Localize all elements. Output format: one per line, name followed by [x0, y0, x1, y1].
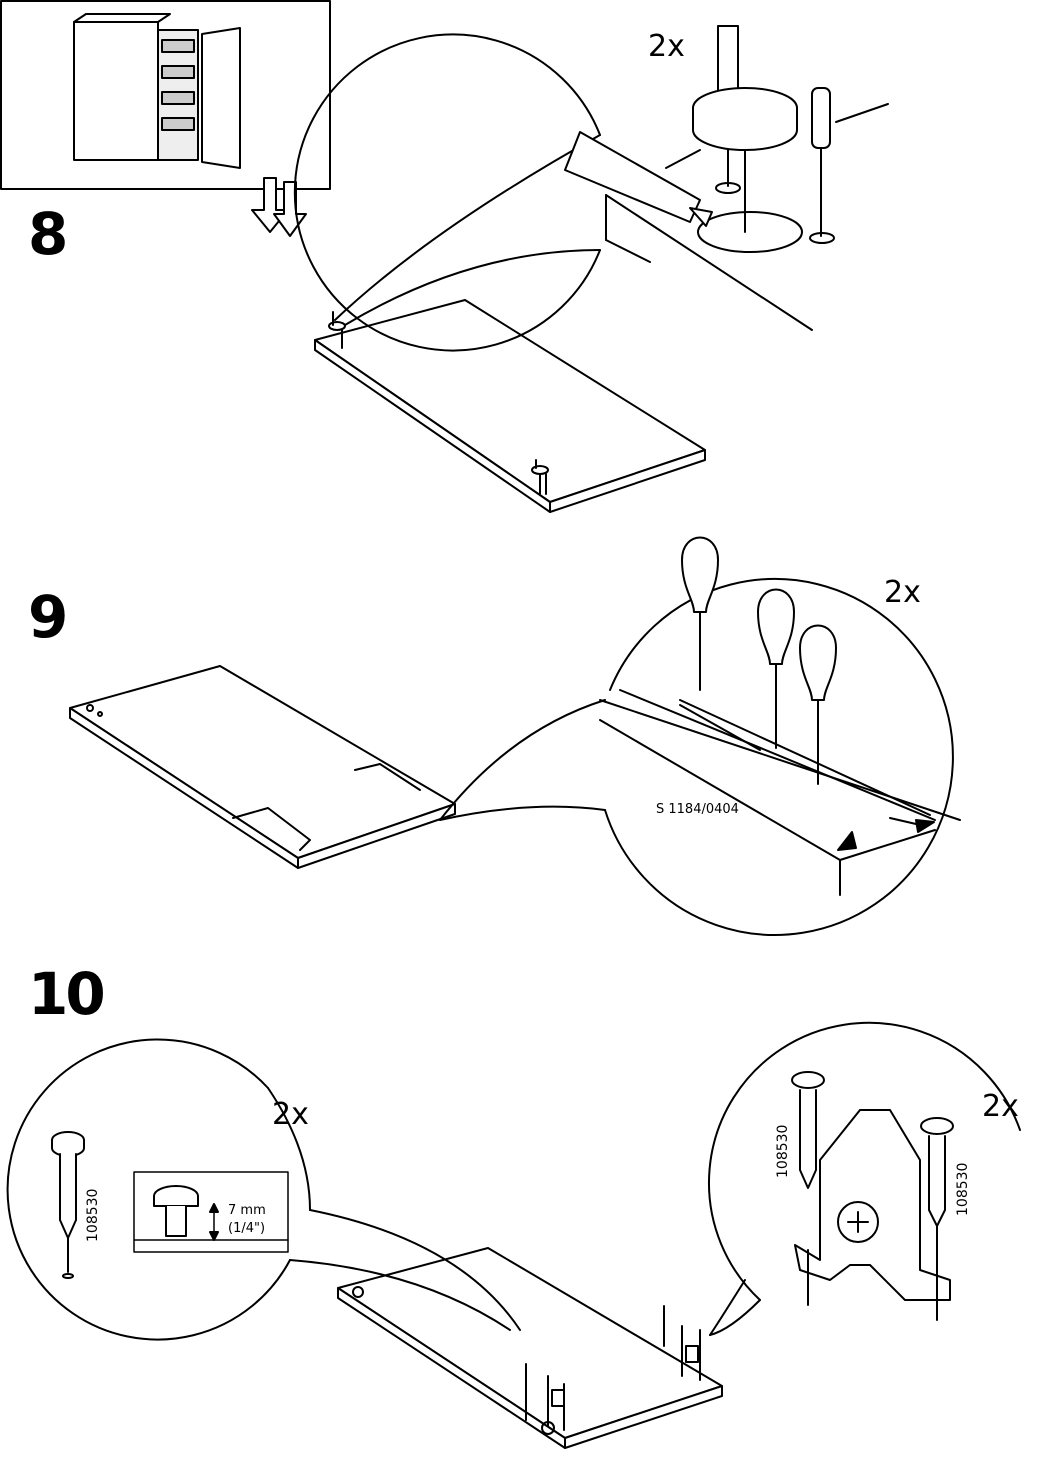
side-panel-step10: [337, 1247, 723, 1449]
screw-article-number-right-2: 108530: [955, 1162, 971, 1216]
step-number-10: 10: [28, 960, 106, 1028]
shelf-pin-small: [328, 311, 346, 349]
quantity-label-step10-right: 2x: [982, 1089, 1019, 1124]
detail-callout-step8: [293, 25, 889, 352]
shelf-pin-small-2: [531, 459, 549, 495]
detail-callout-step9: [439, 536, 961, 936]
quantity-label-step9: 2x: [884, 575, 921, 610]
screw-article-number-right-1: 108530: [775, 1124, 791, 1178]
quantity-label-step10-left: 2x: [272, 1097, 309, 1132]
step-number-9: 9: [28, 583, 68, 651]
quantity-label-step8: 2x: [648, 29, 685, 64]
step-number-8: 8: [28, 200, 68, 268]
cabinet-overview-box: [0, 0, 331, 190]
side-panel-step8: [314, 299, 706, 513]
screw-article-number-left: 108530: [85, 1188, 101, 1242]
depth-mm-label: 7 mm: [228, 1203, 266, 1218]
side-panel-step9: [69, 665, 456, 869]
detail-callout-step10-left: [6, 1038, 521, 1341]
detail-callout-step10-right: [708, 1021, 1021, 1336]
depth-inch-label: (1/4"): [228, 1221, 266, 1236]
part-code-label: S 1184/0404: [656, 802, 739, 817]
